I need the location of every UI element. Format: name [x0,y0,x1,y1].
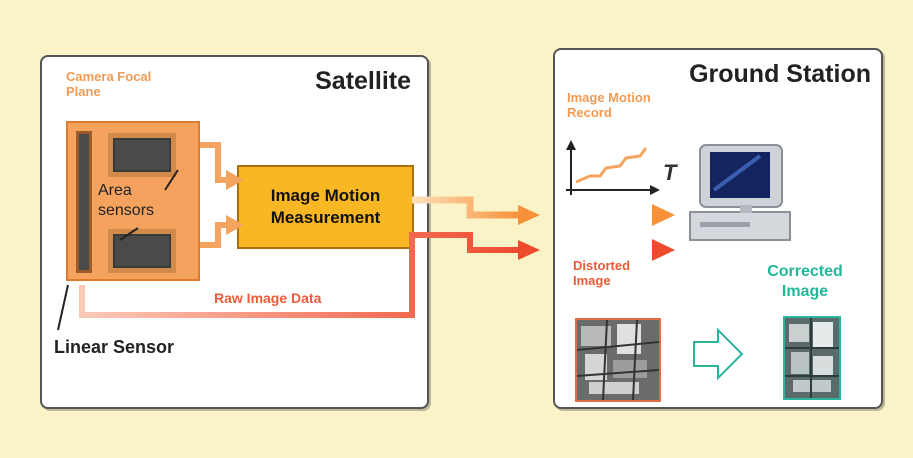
motion-data-arrow-link [412,196,520,219]
area-to-measurement-arrow-top [200,142,228,183]
area-sensor-bottom [108,229,176,273]
raw-data-arrowhead-gs [652,239,675,261]
corrected-image-label: Corrected Image [767,263,843,300]
distorted-image-graphic [576,319,660,401]
raw-data-arrowhead-link [518,240,540,260]
linear-sensor-label: Linear Sensor [54,337,175,357]
area-to-measurement-arrowhead-bottom [226,215,244,235]
distorted-image-label: Distorted Image [573,258,631,288]
area-to-measurement-arrow-bottom [200,222,228,248]
focal-plane-label: Camera Focal Plane [66,69,152,99]
area-sensors-label: Area sensors [98,182,155,219]
motion-record-graph [566,140,660,195]
linear-sensor-pointer [57,284,69,331]
image-motion-measurement-box: Image Motion Measurement [237,165,414,249]
ground-station-title: Ground Station [689,60,871,88]
measurement-box-label: Image Motion Measurement [270,186,381,227]
corrected-image [783,316,841,400]
motion-data-arrowhead-gs [652,204,675,226]
image-motion-record-label: Image Motion Record [567,90,651,120]
corrected-image-graphic [785,318,839,398]
right-arrow-icon [693,327,744,381]
motion-data-arrowhead-link [518,205,540,225]
satellite-panel: Satellite Camera Focal Plane Area sensor… [40,55,429,409]
area-to-measurement-arrowhead-top [226,170,244,190]
area-sensor-top [108,133,176,177]
camera-focal-plane [66,121,200,281]
area-sensor-pointer-bottom [119,227,139,241]
linear-sensor [76,131,92,273]
satellite-title: Satellite [315,67,411,95]
area-sensor-pointer-top [164,169,179,191]
raw-image-data-label: Raw Image Data [214,290,322,306]
distorted-image [575,318,661,402]
computer-monitor-icon [689,144,791,241]
time-axis-label: T [663,160,677,185]
raw-data-arrow [79,232,520,318]
